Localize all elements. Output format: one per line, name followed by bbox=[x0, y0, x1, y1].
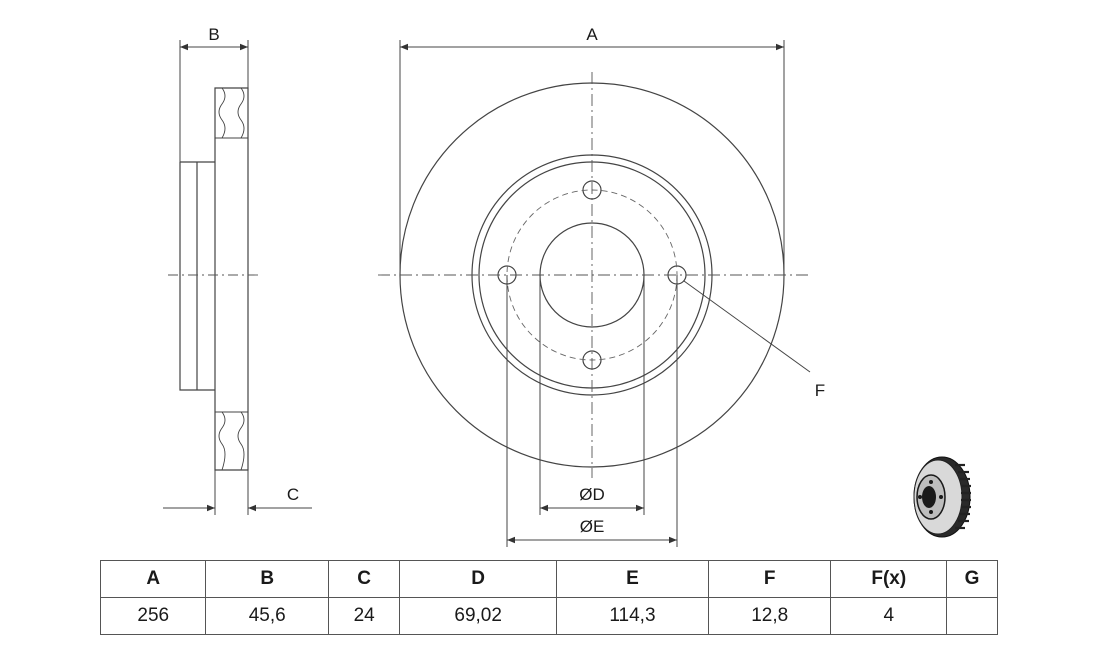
header-c: C bbox=[327, 560, 401, 598]
label-f: F bbox=[815, 381, 825, 400]
header-f: F bbox=[707, 560, 832, 598]
disc-thumbnail bbox=[913, 456, 971, 538]
spec-table-value-row: 256 45,6 24 69,02 114,3 12,8 4 bbox=[99, 597, 998, 635]
value-c: 24 bbox=[327, 597, 401, 635]
value-a: 256 bbox=[99, 597, 207, 635]
value-b: 45,6 bbox=[205, 597, 329, 635]
label-c: C bbox=[287, 485, 299, 504]
label-b: B bbox=[208, 25, 219, 44]
dimension-d bbox=[539, 275, 645, 515]
header-e: E bbox=[555, 560, 709, 598]
value-g bbox=[946, 597, 998, 635]
dimension-c bbox=[163, 470, 312, 515]
header-d: D bbox=[399, 560, 557, 598]
value-e: 114,3 bbox=[555, 597, 709, 635]
label-d: ØD bbox=[579, 485, 605, 504]
disc-side-view bbox=[179, 87, 249, 471]
leader-f bbox=[683, 280, 811, 373]
spec-table: A B C D E F F(x) G 256 45,6 24 69,02 114… bbox=[99, 560, 998, 635]
technical-drawing: B C A ØD ØE bbox=[163, 25, 971, 547]
label-e: ØE bbox=[580, 517, 605, 536]
header-b: B bbox=[205, 560, 329, 598]
header-fx: F(x) bbox=[830, 560, 948, 598]
dimension-a bbox=[399, 40, 785, 275]
label-a: A bbox=[586, 25, 598, 44]
value-fx: 4 bbox=[830, 597, 948, 635]
header-g: G bbox=[946, 560, 998, 598]
header-a: A bbox=[99, 560, 207, 598]
spec-table-header-row: A B C D E F F(x) G bbox=[99, 560, 998, 598]
value-f: 12,8 bbox=[707, 597, 832, 635]
value-d: 69,02 bbox=[399, 597, 557, 635]
dimension-b bbox=[179, 40, 249, 162]
dimension-e bbox=[506, 275, 678, 547]
